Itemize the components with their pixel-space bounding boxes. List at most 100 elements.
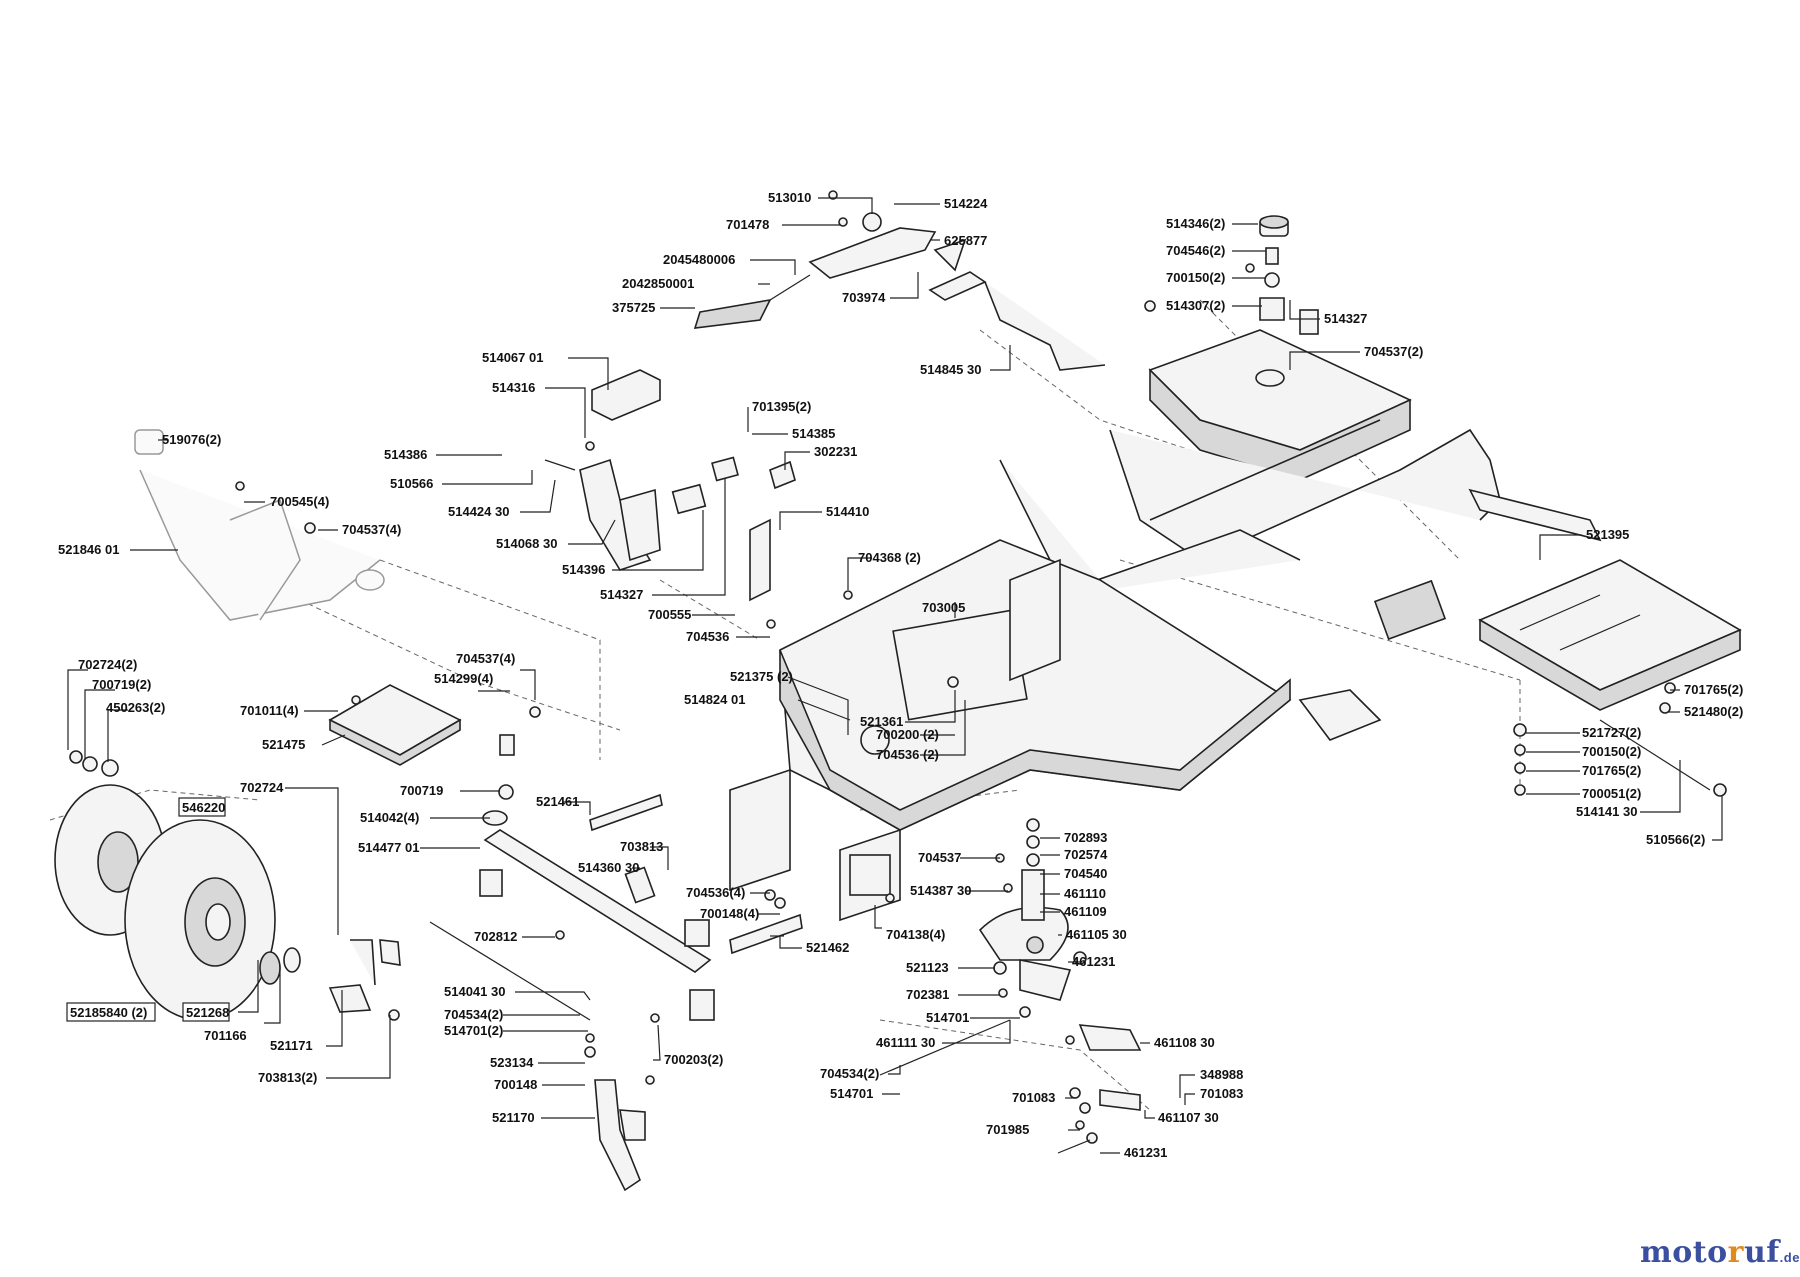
part-label: 704537 xyxy=(918,850,961,865)
part-label: 514477 01 xyxy=(358,840,419,855)
chassis-plate xyxy=(779,539,1382,831)
part-label: 625877 xyxy=(944,233,987,248)
part-label: 514360 30 xyxy=(578,860,639,875)
part-label: 461109 xyxy=(1064,904,1107,919)
part-label: 704536 xyxy=(686,629,729,644)
part-label: 701083 xyxy=(1200,1086,1243,1101)
part-label: 704540 xyxy=(1064,866,1107,881)
part-label: 700203(2) xyxy=(664,1052,723,1067)
part-label: 701478 xyxy=(726,217,769,232)
part-label: 461111 30 xyxy=(876,1035,935,1050)
part-label: 521475 xyxy=(262,737,305,752)
part-label: 514041 30 xyxy=(444,984,505,999)
part-label: 700148(4) xyxy=(700,906,759,921)
part-label: 514385 xyxy=(792,426,835,441)
part-label: 510566(2) xyxy=(1646,832,1705,847)
part-label: 514316 xyxy=(492,380,535,395)
part-label: 700150(2) xyxy=(1166,270,1225,285)
part-label: 521268 xyxy=(186,1005,229,1020)
part-label: 704537(4) xyxy=(342,522,401,537)
part-label: 702812 xyxy=(474,929,517,944)
part-label: 700719(2) xyxy=(92,677,151,692)
part-label: 513010 xyxy=(768,190,811,205)
part-label: 704534(2) xyxy=(820,1066,879,1081)
part-label: 521123 xyxy=(906,960,949,975)
part-label: 521395 xyxy=(1586,527,1629,542)
part-label: 514396 xyxy=(562,562,605,577)
part-label: 521171 xyxy=(270,1038,313,1053)
part-label: 704138(4) xyxy=(886,927,945,942)
part-label: 514701 xyxy=(926,1010,969,1025)
part-label: 704537(4) xyxy=(456,651,515,666)
part-label: 701083 xyxy=(1012,1090,1055,1105)
front-axle-mount xyxy=(729,768,901,922)
part-label: 450263(2) xyxy=(106,700,165,715)
part-label: 461110 xyxy=(1064,886,1106,901)
part-label: 514346(2) xyxy=(1166,216,1225,231)
part-label: 700200 (2) xyxy=(876,727,939,742)
part-label: 521727(2) xyxy=(1582,725,1641,740)
part-label: 514701(2) xyxy=(444,1023,503,1038)
part-label: 701166 xyxy=(204,1028,247,1043)
part-label: 703813 xyxy=(620,839,663,854)
pedal-parts xyxy=(544,369,796,602)
gear-lever-rod xyxy=(984,281,1106,371)
part-label: 700051(2) xyxy=(1582,786,1641,801)
part-label: 514701 xyxy=(830,1086,873,1101)
part-label: 461107 30 xyxy=(1158,1110,1219,1125)
part-label: 461105 30 xyxy=(1066,927,1127,942)
part-label: 2042850001 xyxy=(622,276,694,291)
part-label: 704536(4) xyxy=(686,885,745,900)
part-label: 704537(2) xyxy=(1364,344,1423,359)
part-label: 701395(2) xyxy=(752,399,811,414)
part-label: 514824 01 xyxy=(684,692,745,707)
part-label: 701985 xyxy=(986,1122,1029,1137)
part-label: 348988 xyxy=(1200,1067,1243,1082)
part-label: 521170 xyxy=(492,1110,535,1125)
part-label: 514141 30 xyxy=(1576,804,1637,819)
part-label: 703974 xyxy=(842,290,886,305)
part-label: 704534(2) xyxy=(444,1007,503,1022)
boxed-label-frames xyxy=(66,797,230,1022)
part-label: 302231 xyxy=(814,444,857,459)
front-axle-beam xyxy=(479,810,715,1021)
part-label: 702574 xyxy=(1064,847,1108,862)
part-label: 521846 01 xyxy=(58,542,119,557)
part-label: 519076(2) xyxy=(162,432,221,447)
part-label: 521361 xyxy=(860,714,903,729)
part-label: 514845 30 xyxy=(920,362,981,377)
part-label: 2045480006 xyxy=(663,252,735,267)
part-label: 461231 xyxy=(1124,1145,1167,1160)
console-cover xyxy=(1148,215,1412,481)
part-label: 702724 xyxy=(240,780,284,795)
part-label: 461231 xyxy=(1072,954,1115,969)
part-label: 701011(4) xyxy=(240,703,299,718)
footrest-plate-right xyxy=(1478,559,1742,711)
part-label: 510566 xyxy=(390,476,433,491)
brand-part-r: r xyxy=(1727,1235,1744,1270)
floor-plate-left xyxy=(328,684,462,766)
part-label: 700719 xyxy=(400,783,443,798)
part-label: 514224 xyxy=(944,196,988,211)
part-label: 521462 xyxy=(806,940,849,955)
part-label: 700555 xyxy=(648,607,691,622)
part-label: 702381 xyxy=(906,987,949,1002)
part-label: 523134 xyxy=(490,1055,534,1070)
part-label: 514410 xyxy=(826,504,869,519)
part-label: 702893 xyxy=(1064,830,1107,845)
brand-part-moto: moto xyxy=(1640,1235,1728,1270)
part-label: 700150(2) xyxy=(1582,744,1641,759)
part-label: 514327 xyxy=(1324,311,1367,326)
part-label: 514067 01 xyxy=(482,350,543,365)
part-label: 514068 30 xyxy=(496,536,557,551)
part-label: 514299(4) xyxy=(434,671,493,686)
part-label: 514307(2) xyxy=(1166,298,1225,313)
part-label: 514387 30 xyxy=(910,883,971,898)
part-label: 521375 (2) xyxy=(730,669,793,684)
part-labels: 513010 514224 701478 625877 2045480006 2… xyxy=(58,190,1743,1160)
part-label: 704368 (2) xyxy=(858,550,921,565)
brand-logo: motoruf.de xyxy=(1640,1235,1800,1270)
part-label: 701765(2) xyxy=(1582,763,1641,778)
